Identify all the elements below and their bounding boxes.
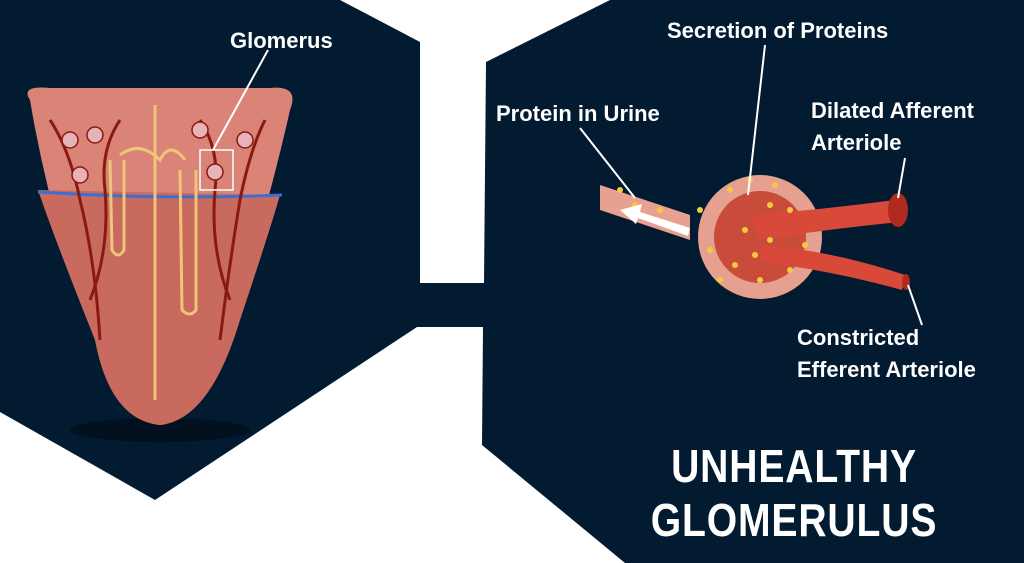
tubules xyxy=(108,105,198,400)
label-efferent-arteriole: Efferent Arteriole xyxy=(797,357,976,382)
kidney-illustration xyxy=(27,49,293,442)
urine-flow-arrow xyxy=(620,204,690,236)
label-glomerus: Glomerus xyxy=(230,28,333,53)
label-protein-in-urine: Protein in Urine xyxy=(496,101,660,126)
label-arteriole: Arteriole xyxy=(811,130,902,155)
glomerulus-illustration xyxy=(579,44,923,326)
protein-dots xyxy=(617,177,808,283)
label-dilated-afferent: Dilated Afferent xyxy=(811,98,974,123)
title-line-1: UNHEALTHY xyxy=(671,440,917,492)
label-secretion-of-proteins: Secretion of Proteins xyxy=(667,18,889,43)
glomerus-highlight-box xyxy=(199,149,234,191)
title-line-2: GLOMERULUS xyxy=(650,494,938,546)
label-constricted: Constricted xyxy=(797,325,920,350)
